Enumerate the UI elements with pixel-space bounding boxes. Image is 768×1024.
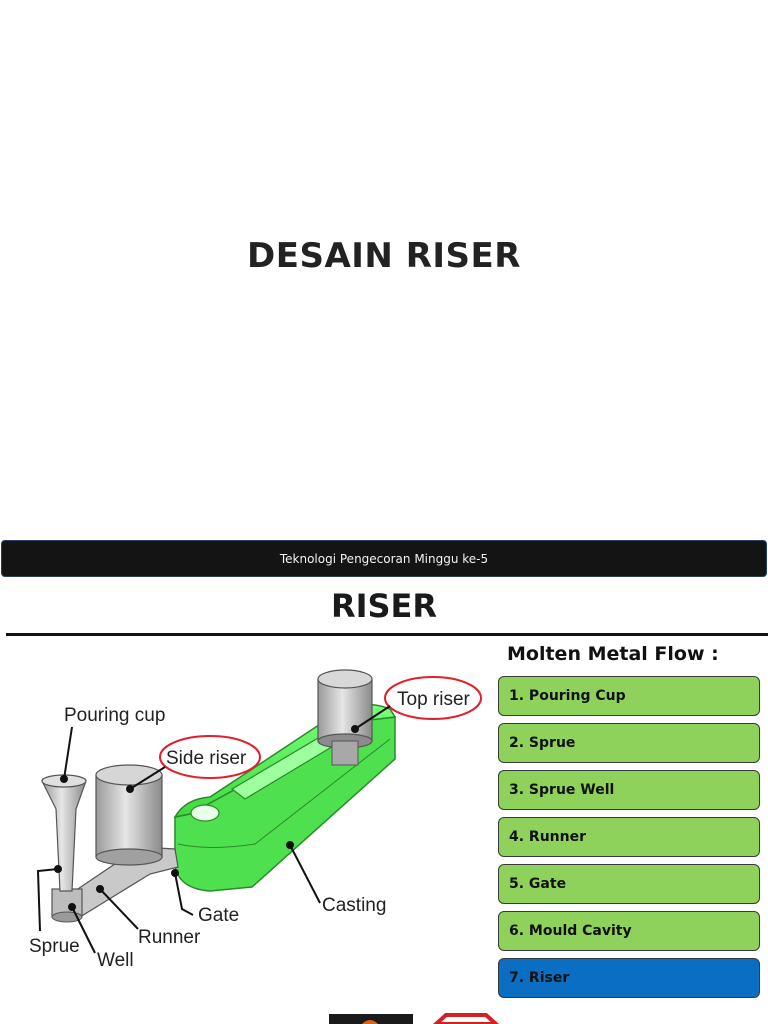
sprue — [41, 774, 87, 892]
flow-item-runner: 4. Runner — [498, 817, 760, 857]
label-pouring-cup: Pouring cup — [64, 705, 165, 726]
top-riser-highlight — [384, 676, 482, 720]
riser-slide: RISER — [0, 577, 768, 1024]
footer-text: Teknologi Pengecoran Minggu ke-5 — [279, 551, 489, 566]
flow-item-gate: 5. Gate — [498, 864, 760, 904]
side-riser — [95, 764, 163, 866]
flow-title: Molten Metal Flow : — [507, 643, 719, 665]
title-slide: DESAIN RISER — [247, 236, 521, 276]
label-top-riser: Top riser — [397, 689, 471, 710]
gating-system-diagram: Pouring cup Side riser Top riser Sprue W… — [29, 669, 482, 969]
flow-item-mould-cavity: 6. Mould Cavity — [498, 911, 760, 951]
stop-sign-icon — [433, 1013, 499, 1024]
label-runner: Runner — [138, 927, 201, 948]
label-side-riser: Side riser — [166, 748, 247, 769]
bottom-icons — [329, 1013, 499, 1024]
label-gate: Gate — [198, 905, 239, 926]
heading-divider — [6, 633, 768, 636]
label-casting: Casting — [322, 895, 386, 916]
top-riser — [317, 669, 373, 766]
flow-item-sprue: 2. Sprue — [498, 723, 760, 763]
flow-item-pouring-cup: 1. Pouring Cup — [498, 676, 760, 716]
label-well: Well — [97, 950, 134, 969]
label-sprue: Sprue — [29, 936, 80, 957]
slide-title: DESAIN RISER — [247, 236, 521, 276]
side-riser-highlight — [159, 735, 261, 779]
flow-item-riser: 7. Riser — [498, 958, 760, 998]
flow-item-sprue-well: 3. Sprue Well — [498, 770, 760, 810]
slide-heading: RISER — [330, 587, 438, 625]
fire-icon — [329, 1014, 413, 1024]
flow-list: 1. Pouring Cup 2. Sprue 3. Sprue Well 4.… — [498, 676, 760, 1005]
footer-bar: Teknologi Pengecoran Minggu ke-5 — [1, 540, 767, 577]
leader-lines — [36, 705, 391, 954]
